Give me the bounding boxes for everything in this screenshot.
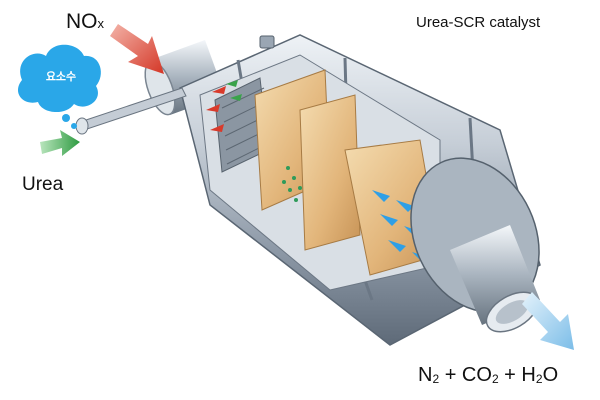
- urea-arrow: [40, 130, 80, 156]
- urea-injector: [75, 87, 187, 135]
- diagram-title: Urea-SCR catalyst: [416, 14, 541, 31]
- nox-subscript: x: [97, 16, 105, 31]
- n2-subscript: 2: [432, 372, 440, 386]
- nox-arrow: [110, 24, 164, 74]
- outlet-pipe: [410, 157, 540, 333]
- bubble-label: 요소수: [45, 70, 77, 83]
- h2o-subscript: 2: [535, 372, 543, 386]
- co2-subscript: 2: [491, 372, 499, 386]
- reaction-products-label: N2 + CO2 + H2O: [418, 364, 559, 386]
- urea-solution-bubble: [17, 44, 101, 129]
- output-arrow: [522, 292, 574, 350]
- urea-label: Urea: [22, 174, 64, 195]
- nox-label: NOx: [66, 10, 105, 33]
